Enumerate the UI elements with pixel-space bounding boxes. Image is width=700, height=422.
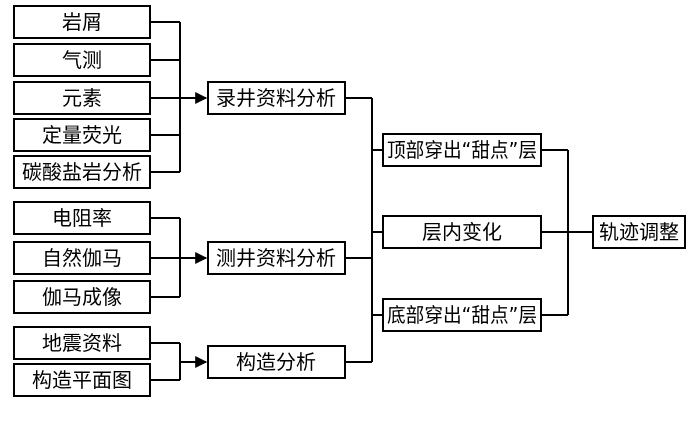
analysis-label-well-logging: 测井资料分析 <box>216 246 336 270</box>
source-label-seismic-data: 地震资料 <box>42 331 122 355</box>
source-box-elements: 元素 <box>13 81 151 115</box>
source-box-quantitative-fluorescence: 定量荧光 <box>13 118 151 152</box>
source-label-carbonate-analysis: 碳酸盐岩分析 <box>22 160 142 184</box>
result-label-trajectory-adjustment: 轨迹调整 <box>599 220 679 244</box>
situation-box-bottom-exit: 底部穿出“甜点”层 <box>382 298 542 332</box>
analysis-box-logging: 录井资料分析 <box>207 81 346 115</box>
source-box-seismic-data: 地震资料 <box>13 326 151 360</box>
connector-structure-sources <box>150 342 208 381</box>
source-box-carbonate-analysis: 碳酸盐岩分析 <box>13 155 151 189</box>
source-label-gamma-imaging: 伽马成像 <box>42 285 122 309</box>
source-box-resistivity: 电阻率 <box>13 201 151 235</box>
source-box-structure-map: 构造平面图 <box>13 363 151 397</box>
connector-well-logging-sources <box>150 217 208 298</box>
analysis-box-structure: 构造分析 <box>207 345 346 379</box>
situation-label-bottom-exit: 底部穿出“甜点”层 <box>387 303 537 327</box>
situation-label-inside-layer: 层内变化 <box>422 220 502 244</box>
connector-situations-to-result <box>541 149 593 316</box>
source-box-cuttings: 岩屑 <box>13 5 151 39</box>
source-box-gas-logging: 气测 <box>13 43 151 77</box>
connector-logging-sources <box>150 21 208 173</box>
connector-analyses-to-situations <box>345 97 383 363</box>
situation-box-inside-layer: 层内变化 <box>382 215 542 249</box>
source-label-resistivity: 电阻率 <box>52 206 112 230</box>
analysis-box-well-logging: 测井资料分析 <box>207 241 346 275</box>
source-label-natural-gamma: 自然伽马 <box>42 246 122 270</box>
result-box-trajectory-adjustment: 轨迹调整 <box>592 215 686 249</box>
source-label-cuttings: 岩屑 <box>62 10 102 34</box>
source-label-structure-map: 构造平面图 <box>32 368 132 392</box>
source-label-elements: 元素 <box>62 86 102 110</box>
source-label-quantitative-fluorescence: 定量荧光 <box>42 123 122 147</box>
source-box-gamma-imaging: 伽马成像 <box>13 280 151 314</box>
situation-label-top-exit: 顶部穿出“甜点”层 <box>387 138 537 162</box>
source-label-gas-logging: 气测 <box>62 48 102 72</box>
situation-box-top-exit: 顶部穿出“甜点”层 <box>382 133 542 167</box>
analysis-label-logging: 录井资料分析 <box>216 86 336 110</box>
source-box-natural-gamma: 自然伽马 <box>13 241 151 275</box>
analysis-label-structure: 构造分析 <box>236 350 316 374</box>
